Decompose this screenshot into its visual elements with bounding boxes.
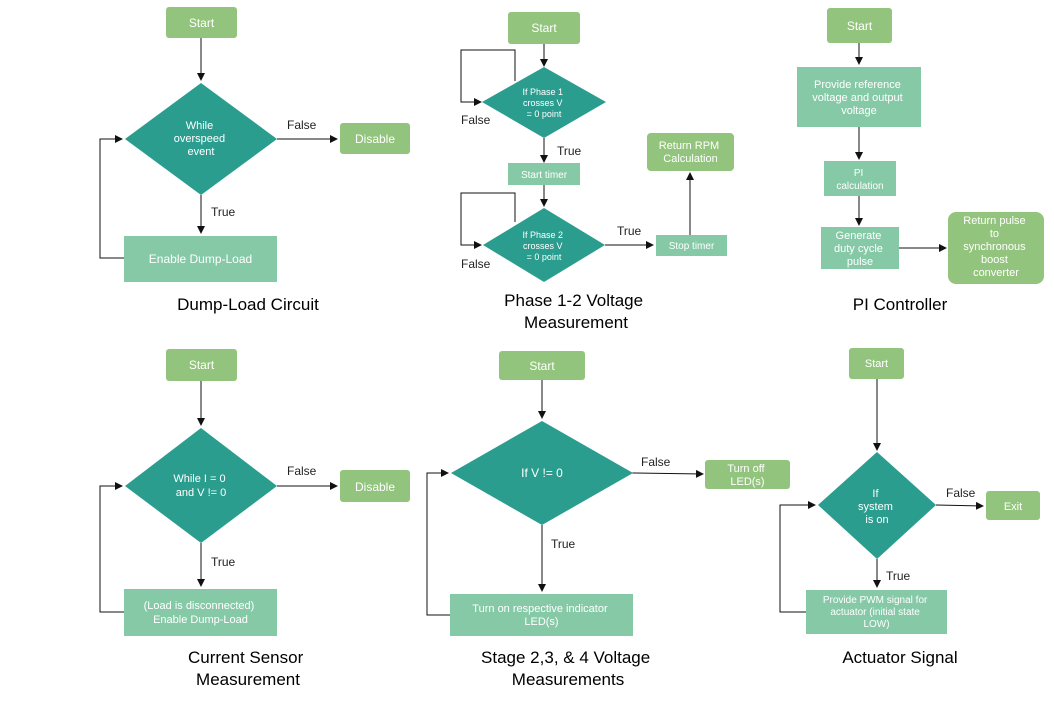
return-pulse-label: Return pulse to synchronous boost conver…	[963, 215, 1028, 279]
enable-dump-load-node	[124, 236, 277, 282]
start-node	[827, 8, 892, 43]
caption-pi: PI Controller	[853, 295, 948, 314]
false-label: False	[287, 118, 317, 132]
turn-off-led-node	[705, 460, 790, 489]
decision-label: If system is on	[858, 488, 896, 526]
enable-dump-load-label: (Load is disconnected) Enable Dump-Load	[144, 600, 258, 626]
loop-connector	[460, 192, 516, 249]
loop-connector	[460, 49, 516, 106]
exit-node	[986, 491, 1040, 520]
decision-label: If V != 0	[521, 466, 563, 480]
start-node	[166, 7, 237, 38]
turn-on-led-node	[450, 594, 633, 636]
stop-timer-node	[656, 235, 727, 256]
return-pulse-node	[948, 212, 1044, 284]
return-rpm-node	[647, 133, 734, 171]
turn-off-led-label: Turn off LED(s)	[727, 463, 767, 488]
provide-reference-node	[797, 67, 921, 127]
true-label-2: True	[617, 224, 642, 238]
decision-node	[818, 452, 936, 559]
decision-node	[451, 421, 633, 525]
decision-label: While overspeed event	[174, 120, 228, 158]
start-label: Start	[531, 21, 557, 35]
start-timer-label: Start timer	[521, 170, 568, 181]
start-label: Start	[529, 359, 555, 373]
pi-controller-flowchart: Start Provide reference voltage and outp…	[797, 8, 1044, 314]
start-node	[849, 348, 904, 379]
decision-node	[125, 428, 277, 543]
pi-calculation-label: PI calculation	[836, 168, 883, 192]
decision-phase1-node	[482, 67, 606, 138]
loop-connector	[99, 135, 124, 259]
caption-phase: Phase 1-2 Voltage Measurement	[504, 291, 648, 332]
actuator-signal-flowchart: Start If system is on False True Exit Pr…	[779, 348, 1040, 667]
provide-pwm-node	[806, 590, 947, 634]
true-label: True	[551, 537, 576, 551]
start-label: Start	[189, 358, 215, 372]
phase-voltage-flowchart: Start If Phase 1 crosses V = 0 point Fal…	[460, 12, 734, 332]
caption-dump-load: Dump-Load Circuit	[177, 295, 319, 314]
loop-connector	[99, 482, 124, 613]
start-label: Start	[865, 358, 888, 370]
loop-connector	[426, 469, 450, 616]
enable-dump-load-label: Enable Dump-Load	[149, 252, 252, 266]
false-label-2: False	[461, 257, 491, 271]
start-label: Start	[847, 19, 873, 33]
true-label: True	[211, 205, 236, 219]
current-sensor-flowchart: Start While I = 0 and V != 0 False True …	[99, 349, 410, 689]
start-timer-node	[508, 163, 580, 185]
return-rpm-label: Return RPM Calculation	[659, 140, 723, 165]
caption-actuator: Actuator Signal	[842, 648, 957, 667]
start-node	[508, 12, 580, 44]
generate-duty-cycle-node	[821, 227, 899, 269]
connector	[935, 501, 984, 510]
decision-phase1-label: If Phase 1 crosses V = 0 point	[522, 87, 565, 119]
true-label: True	[211, 555, 236, 569]
caption-stage: Stage 2,3, & 4 Voltage Measurements	[481, 648, 655, 689]
false-label: False	[287, 464, 317, 478]
decision-phase2-node	[483, 208, 605, 282]
stage-voltage-flowchart: Start If V != 0 False True Turn off LED(…	[426, 351, 790, 689]
turn-on-led-label: Turn on respective indicator LED(s)	[472, 603, 610, 628]
loop-connector	[779, 501, 816, 613]
connector	[631, 469, 704, 478]
decision-node	[125, 83, 277, 195]
pi-calculation-node	[824, 161, 896, 196]
start-node	[499, 351, 585, 380]
false-label-1: False	[461, 113, 491, 127]
disable-node	[340, 470, 410, 502]
disable-node	[340, 123, 410, 154]
exit-label: Exit	[1004, 501, 1022, 513]
dump-load-flowchart: Start While overspeed event False True D…	[99, 7, 410, 314]
disable-label: Disable	[355, 480, 395, 494]
decision-phase2-label: If Phase 2 crosses V = 0 point	[522, 230, 565, 262]
start-node	[166, 349, 237, 381]
generate-duty-cycle-label: Generate duty cycle pulse	[834, 230, 886, 268]
enable-dump-load-node	[124, 589, 277, 636]
provide-reference-label: Provide reference voltage and output vol…	[812, 79, 906, 117]
true-label-1: True	[557, 144, 582, 158]
true-label: True	[886, 569, 911, 583]
provide-pwm-label: Provide PWM signal for actuator (initial…	[823, 595, 930, 630]
decision-label: While I = 0 and V != 0	[173, 473, 228, 499]
false-label: False	[641, 455, 671, 469]
disable-label: Disable	[355, 132, 395, 146]
false-label: False	[946, 486, 976, 500]
start-label: Start	[189, 16, 215, 30]
stop-timer-label: Stop timer	[669, 241, 715, 252]
caption-current: Current Sensor Measurement	[188, 648, 308, 689]
